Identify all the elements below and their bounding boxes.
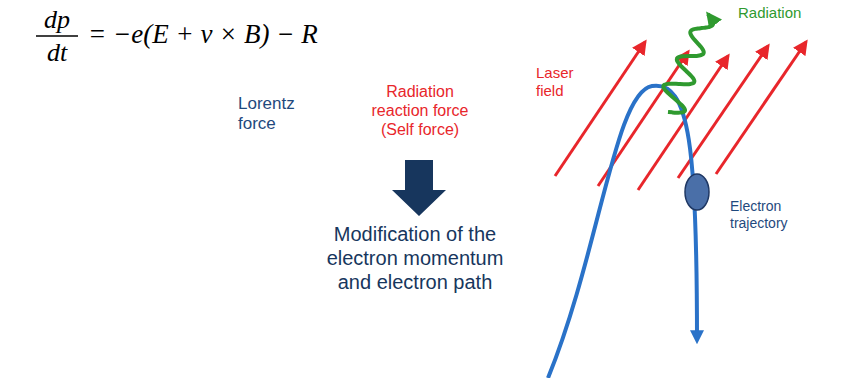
electron-trajectory xyxy=(548,86,697,378)
force-label: Radiation reaction force (Self force) xyxy=(360,82,480,140)
force-label: Lorentz force xyxy=(238,94,295,135)
electron xyxy=(685,174,709,210)
equation-numerator: dp xyxy=(36,4,78,35)
field-label: Laser field xyxy=(536,64,574,100)
down-arrow xyxy=(392,160,446,216)
radiation-wave xyxy=(663,14,713,113)
radiation-label: Radiation xyxy=(738,4,801,22)
equation-denominator: dt xyxy=(36,37,78,68)
fraction-bar xyxy=(36,35,78,37)
trajectory-label: Electron trajectory xyxy=(730,198,788,232)
equation-body: = −e(E + v × B) − R xyxy=(88,18,318,50)
result-label: Modification of the electron momentum an… xyxy=(315,222,515,294)
